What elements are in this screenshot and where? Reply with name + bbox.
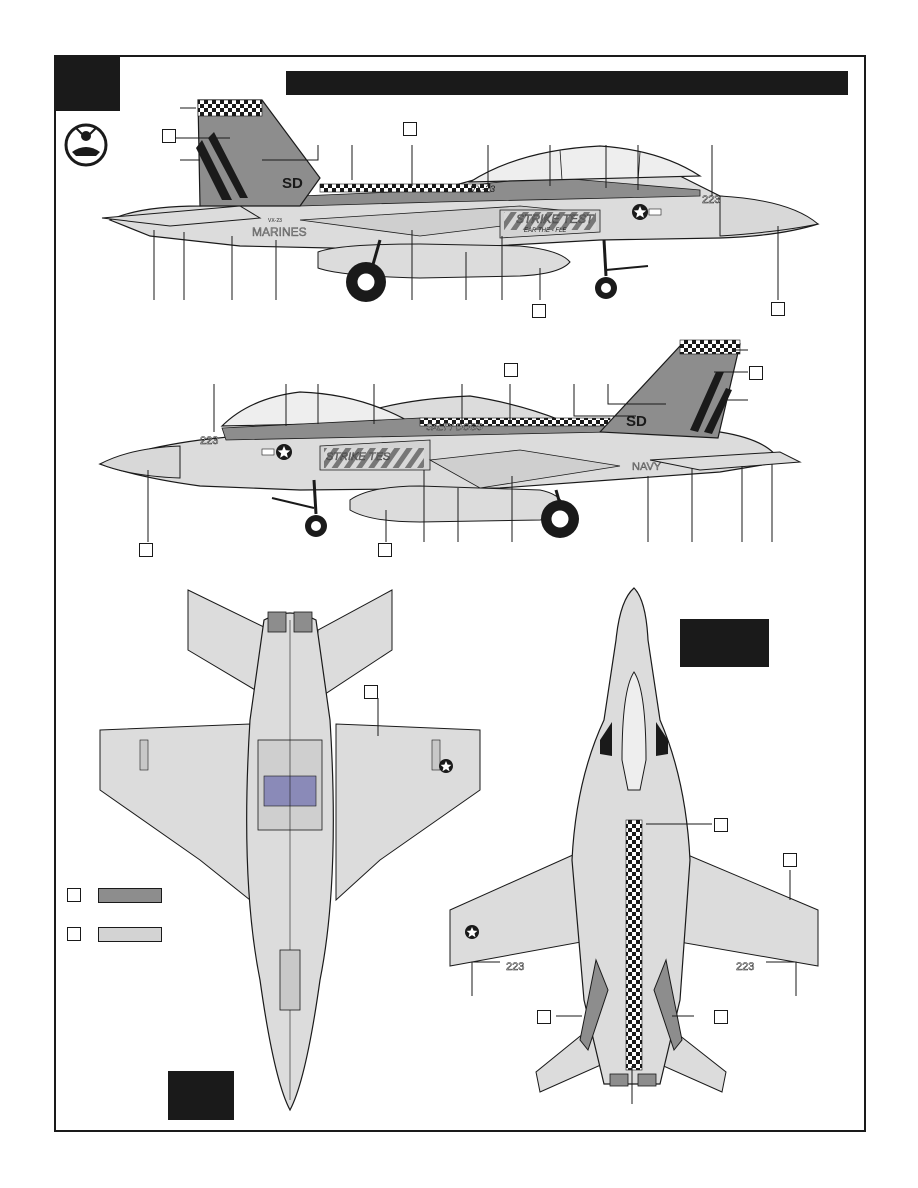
modex-text: 223	[702, 194, 720, 206]
bottom-view-label-block	[168, 1071, 234, 1120]
squadron-emblem-icon	[64, 123, 108, 167]
modex-text: 223	[736, 961, 754, 973]
legend-box-light	[67, 927, 81, 941]
legend-box-dark	[67, 888, 81, 902]
unit-small-text: VX-23	[268, 218, 282, 224]
callout-box	[783, 853, 797, 867]
modex-text: 223	[200, 435, 218, 447]
step-number-block	[56, 57, 120, 111]
callout-box	[749, 366, 763, 380]
top-view: 223 223	[449, 587, 819, 1093]
header-bar	[286, 71, 848, 95]
top-view-leader-lines	[471, 823, 797, 1104]
strike-test-sub-text: EAR THE - FLE	[524, 228, 567, 234]
side-view-left: SD SALTY DOGS STRIKE TES NAVY 223	[98, 339, 802, 538]
salty-dogs-text: SALTY DOGS	[426, 422, 483, 432]
lower-side-leader-lines	[147, 349, 773, 542]
callout-box	[714, 1010, 728, 1024]
national-star-insignia-icon	[465, 925, 479, 939]
legend-swatch-dark-gray	[98, 888, 162, 903]
instruction-sheet	[54, 55, 866, 1132]
callout-box	[537, 1010, 551, 1024]
navy-text: NAVY	[632, 461, 662, 473]
callout-box	[504, 363, 518, 377]
side-view-right: SD VX-23 STRIKE TEST EAR THE - FLE MARIN…	[101, 99, 820, 302]
bottom-view	[99, 589, 481, 1112]
strike-test-text: STRIKE TEST	[516, 212, 595, 226]
callout-box	[403, 122, 417, 136]
marines-text: MARINES	[252, 225, 307, 239]
modex-text: 223	[506, 961, 524, 973]
callout-box	[532, 304, 546, 318]
strike-test-short-text: STRIKE TES	[326, 451, 391, 463]
national-star-insignia-icon	[632, 204, 662, 220]
upper-leader-lines	[153, 107, 779, 300]
callout-box	[714, 818, 728, 832]
top-view-label-block	[680, 619, 769, 667]
callout-box	[771, 302, 785, 316]
callout-box	[139, 543, 153, 557]
legend-swatch-light-gray	[98, 927, 162, 942]
national-star-insignia-icon	[439, 759, 453, 773]
squadron-text: VX-23	[470, 184, 495, 194]
tail-code-text: SD	[626, 413, 647, 430]
callout-box	[162, 129, 176, 143]
national-star-insignia-icon	[261, 444, 292, 460]
callout-box	[378, 543, 392, 557]
tail-code-text: SD	[282, 175, 303, 192]
callout-box	[364, 685, 378, 699]
